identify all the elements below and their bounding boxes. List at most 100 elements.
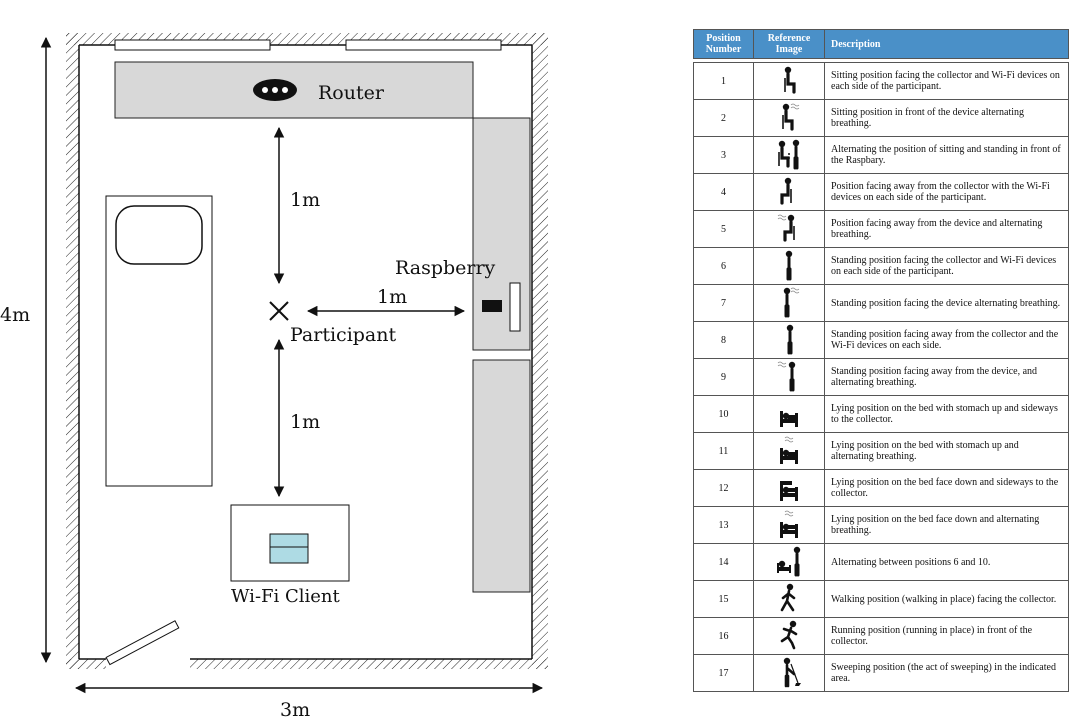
window-right: [345, 39, 502, 51]
participant-label: Participant: [290, 324, 396, 346]
position-number: 3: [693, 136, 754, 174]
reference-image-cell: [753, 284, 825, 322]
reference-image-cell: [753, 543, 825, 581]
reference-image-cell: [753, 432, 825, 470]
position-number: 1: [693, 62, 754, 100]
positions-table: Position Number Reference Image Descript…: [693, 29, 1069, 692]
position-number: 8: [693, 321, 754, 359]
router-label: Router: [318, 82, 385, 104]
lying-up-icon: [774, 397, 804, 432]
position-description: Lying position on the bed face down and …: [824, 469, 1069, 507]
reference-image-cell: [753, 173, 825, 211]
position-number: 5: [693, 210, 754, 248]
dist-client-label: 1m: [290, 411, 320, 433]
lying-down-icon: [774, 471, 804, 506]
reference-image-cell: [753, 247, 825, 285]
running-icon: [774, 619, 804, 654]
standing-away-icon: [774, 323, 804, 358]
position-description: Standing position facing away from the c…: [824, 321, 1069, 359]
sit-stand-icon: [774, 138, 804, 173]
position-number: 14: [693, 543, 754, 581]
bed-pillow: [115, 205, 203, 265]
sitting-facing-icon: [774, 64, 804, 99]
wifi-client-label: Wi-Fi Client: [231, 586, 341, 607]
table-row: 10 Lying position on the bed with stomach…: [693, 395, 1069, 433]
position-number: 12: [693, 469, 754, 507]
reference-image-cell: [753, 358, 825, 396]
window-left: [114, 39, 271, 51]
room-width-label: 3m: [280, 699, 310, 720]
position-number: 13: [693, 506, 754, 544]
position-description: Lying position on the bed with stomach u…: [824, 395, 1069, 433]
dist-router-label: 1m: [290, 189, 320, 211]
dist-raspberry-label: 1m: [377, 286, 407, 308]
raspberry-device: [482, 300, 502, 312]
position-description: Standing position facing away from the d…: [824, 358, 1069, 396]
position-number: 17: [693, 654, 754, 692]
position-number: 7: [693, 284, 754, 322]
room-height-label: 4m: [0, 304, 30, 326]
reference-image-cell: [753, 99, 825, 137]
table-header-row: Position Number Reference Image Descript…: [693, 29, 1069, 59]
reference-image-cell: [753, 654, 825, 692]
reference-image-cell: [753, 210, 825, 248]
reference-image-cell: [753, 395, 825, 433]
counter-lower: [472, 359, 531, 593]
position-description: Lying position on the bed face down and …: [824, 506, 1069, 544]
position-number: 11: [693, 432, 754, 470]
position-description: Standing position facing the collector a…: [824, 247, 1069, 285]
position-description: Running position (running in place) in f…: [824, 617, 1069, 655]
participant-marker: [269, 301, 289, 321]
table-row: 7 Standing position facing the device alt…: [693, 284, 1069, 322]
floor-plan-diagram: Router Raspberry Wi-Fi Client Participan…: [0, 33, 548, 720]
standing-facing-icon: [774, 249, 804, 284]
reference-image-cell: [753, 580, 825, 618]
position-description: Position facing away from the collector …: [824, 173, 1069, 211]
reference-image-cell: [753, 321, 825, 359]
table-row: 3 Alternating the position of sitting and…: [693, 136, 1069, 174]
position-number: 10: [693, 395, 754, 433]
reference-image-cell: [753, 469, 825, 507]
stand-lie-icon: [774, 545, 804, 580]
reference-image-cell: [753, 506, 825, 544]
table-row: 12 Lying position on the bed face down an…: [693, 469, 1069, 507]
lying-up-breathing-icon: [774, 434, 804, 469]
table-row: 13 Lying position on the bed face down an…: [693, 506, 1069, 544]
position-description: Sitting position facing the collector an…: [824, 62, 1069, 100]
sweeping-icon: [774, 656, 804, 691]
raspberry-label: Raspberry: [395, 257, 496, 279]
lying-down-breathing-icon: [774, 508, 804, 543]
position-description: Alternating the position of sitting and …: [824, 136, 1069, 174]
walking-icon: [774, 582, 804, 617]
sitting-breathing-icon: [774, 101, 804, 136]
sitting-away-breathing-icon: [774, 212, 804, 247]
table-row: 16 Running position (running in place) in…: [693, 617, 1069, 655]
table-row: 8 Standing position facing away from the …: [693, 321, 1069, 359]
door: [105, 620, 180, 666]
reference-image-cell: [753, 62, 825, 100]
position-number: 16: [693, 617, 754, 655]
header-position-number: Position Number: [693, 29, 754, 59]
sitting-away-icon: [774, 175, 804, 210]
position-number: 15: [693, 580, 754, 618]
position-number: 9: [693, 358, 754, 396]
position-number: 6: [693, 247, 754, 285]
counter-upper: [472, 117, 531, 351]
positions-table-container: Position Number Reference Image Descript…: [693, 29, 1069, 692]
header-description: Description: [824, 29, 1069, 59]
table-row: 1 Sitting position facing the collector a…: [693, 62, 1069, 100]
reference-image-cell: [753, 617, 825, 655]
position-description: Lying position on the bed with stomach u…: [824, 432, 1069, 470]
wifi-client-device: [269, 533, 309, 564]
raspberry-antenna: [509, 282, 521, 332]
reference-image-cell: [753, 136, 825, 174]
table-row: 6 Standing position facing the collector …: [693, 247, 1069, 285]
position-description: Alternating between positions 6 and 10.: [824, 543, 1069, 581]
position-description: Sitting position in front of the device …: [824, 99, 1069, 137]
position-description: Standing position facing the device alte…: [824, 284, 1069, 322]
table-row: 9 Standing position facing away from the …: [693, 358, 1069, 396]
